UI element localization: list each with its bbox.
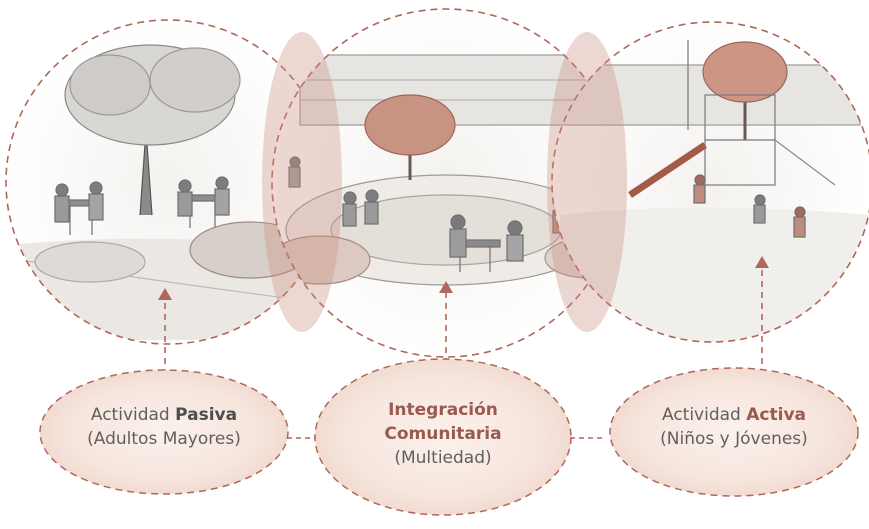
label-integration-line1: Integración <box>388 400 498 420</box>
scene-active <box>551 21 869 343</box>
label-integration-sub: (Multiedad) <box>394 448 492 468</box>
scene-passive <box>5 19 331 345</box>
bubble-passive <box>39 369 289 495</box>
label-integration: Integración Comunitaria (Multiedad) <box>333 398 553 470</box>
label-passive-title: Actividad Pasiva <box>54 403 274 427</box>
label-passive: Actividad Pasiva (Adultos Mayores) <box>54 403 274 451</box>
label-active-title: Actividad Activa <box>624 403 844 427</box>
arrow-active <box>755 256 769 386</box>
label-passive-sub: (Adultos Mayores) <box>87 429 241 449</box>
label-integration-line2: Comunitaria <box>384 424 502 444</box>
bubble-integration <box>314 358 572 516</box>
scene-integration <box>271 8 621 358</box>
label-active-emphasis: Activa <box>746 405 806 425</box>
label-active: Actividad Activa (Niños y Jóvenes) <box>624 403 844 451</box>
overlap-left-center <box>262 32 342 332</box>
label-active-prefix: Actividad <box>661 405 741 425</box>
label-active-sub: (Niños y Jóvenes) <box>660 429 808 449</box>
overlap-center-right <box>547 32 627 332</box>
bubble-active <box>609 367 859 497</box>
label-passive-emphasis: Pasiva <box>175 405 238 425</box>
label-passive-prefix: Actividad <box>90 405 170 425</box>
